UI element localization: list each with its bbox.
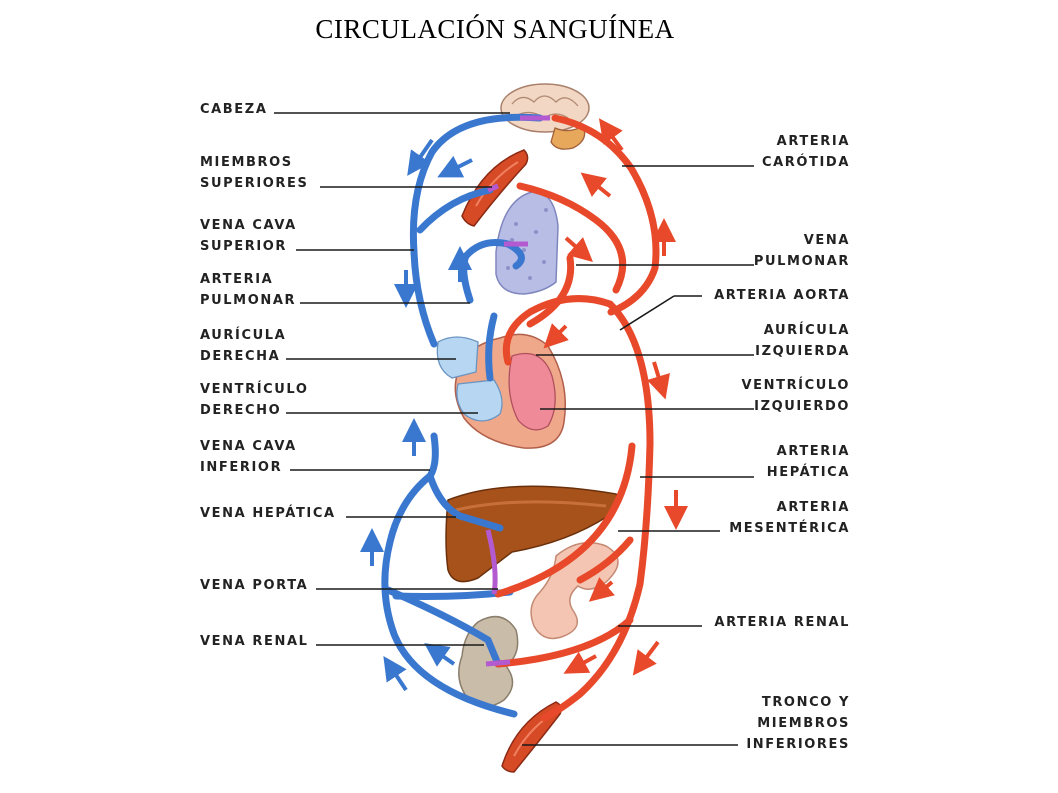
label-auricula-izquierda: AURÍCULA IZQUIERDA <box>755 323 850 359</box>
label-ventriculo-derecho: VENTRÍCULO DERECHO <box>200 382 309 418</box>
liver-organ <box>445 485 621 583</box>
label-arteria-aorta: ARTERIA AORTA <box>714 288 850 303</box>
venous-system <box>381 113 544 718</box>
label-arteria-renal: ARTERIA RENAL <box>714 615 850 630</box>
arterial-system <box>494 114 660 722</box>
label-arteria-carotida: ARTERIA CARÓTIDA <box>761 134 850 170</box>
label-vena-hepatica: VENA HEPÁTICA <box>200 506 336 521</box>
label-auricula-derecha: AURÍCULA DERECHA <box>200 328 287 364</box>
label-arteria-hepatica: ARTERIA HEPÁTICA <box>766 444 850 480</box>
label-arteria-mesenterica: ARTERIA MESENTÉRICA <box>729 500 850 536</box>
label-vena-cava-inferior: VENA CAVA INFERIOR <box>200 439 297 475</box>
flow-arrows-venous <box>360 138 473 692</box>
page-title: CIRCULACIÓN SANGUÍNEA <box>315 14 675 44</box>
label-vena-renal: VENA RENAL <box>200 634 309 649</box>
label-vena-porta: VENA PORTA <box>200 578 309 593</box>
kidney-organ <box>458 615 519 707</box>
label-arteria-pulmonar: ARTERIA PULMONAR <box>200 272 297 308</box>
label-miembros-superiores: MIEMBROS SUPERIORES <box>200 155 309 191</box>
label-vena-pulmonar: VENA PULMONAR <box>753 233 850 269</box>
label-cabeza: CABEZA <box>200 102 268 117</box>
label-tronco-miembros-inferiores: TRONCO Y MIEMBROS INFERIORES <box>746 695 850 752</box>
label-ventriculo-izquierdo: VENTRÍCULO IZQUIERDO <box>741 378 850 414</box>
label-vena-cava-superior: VENA CAVA SUPERIOR <box>200 218 297 254</box>
heart-organ <box>436 333 567 449</box>
flow-arrows-arterial <box>543 118 688 676</box>
leader-lines <box>274 112 754 746</box>
